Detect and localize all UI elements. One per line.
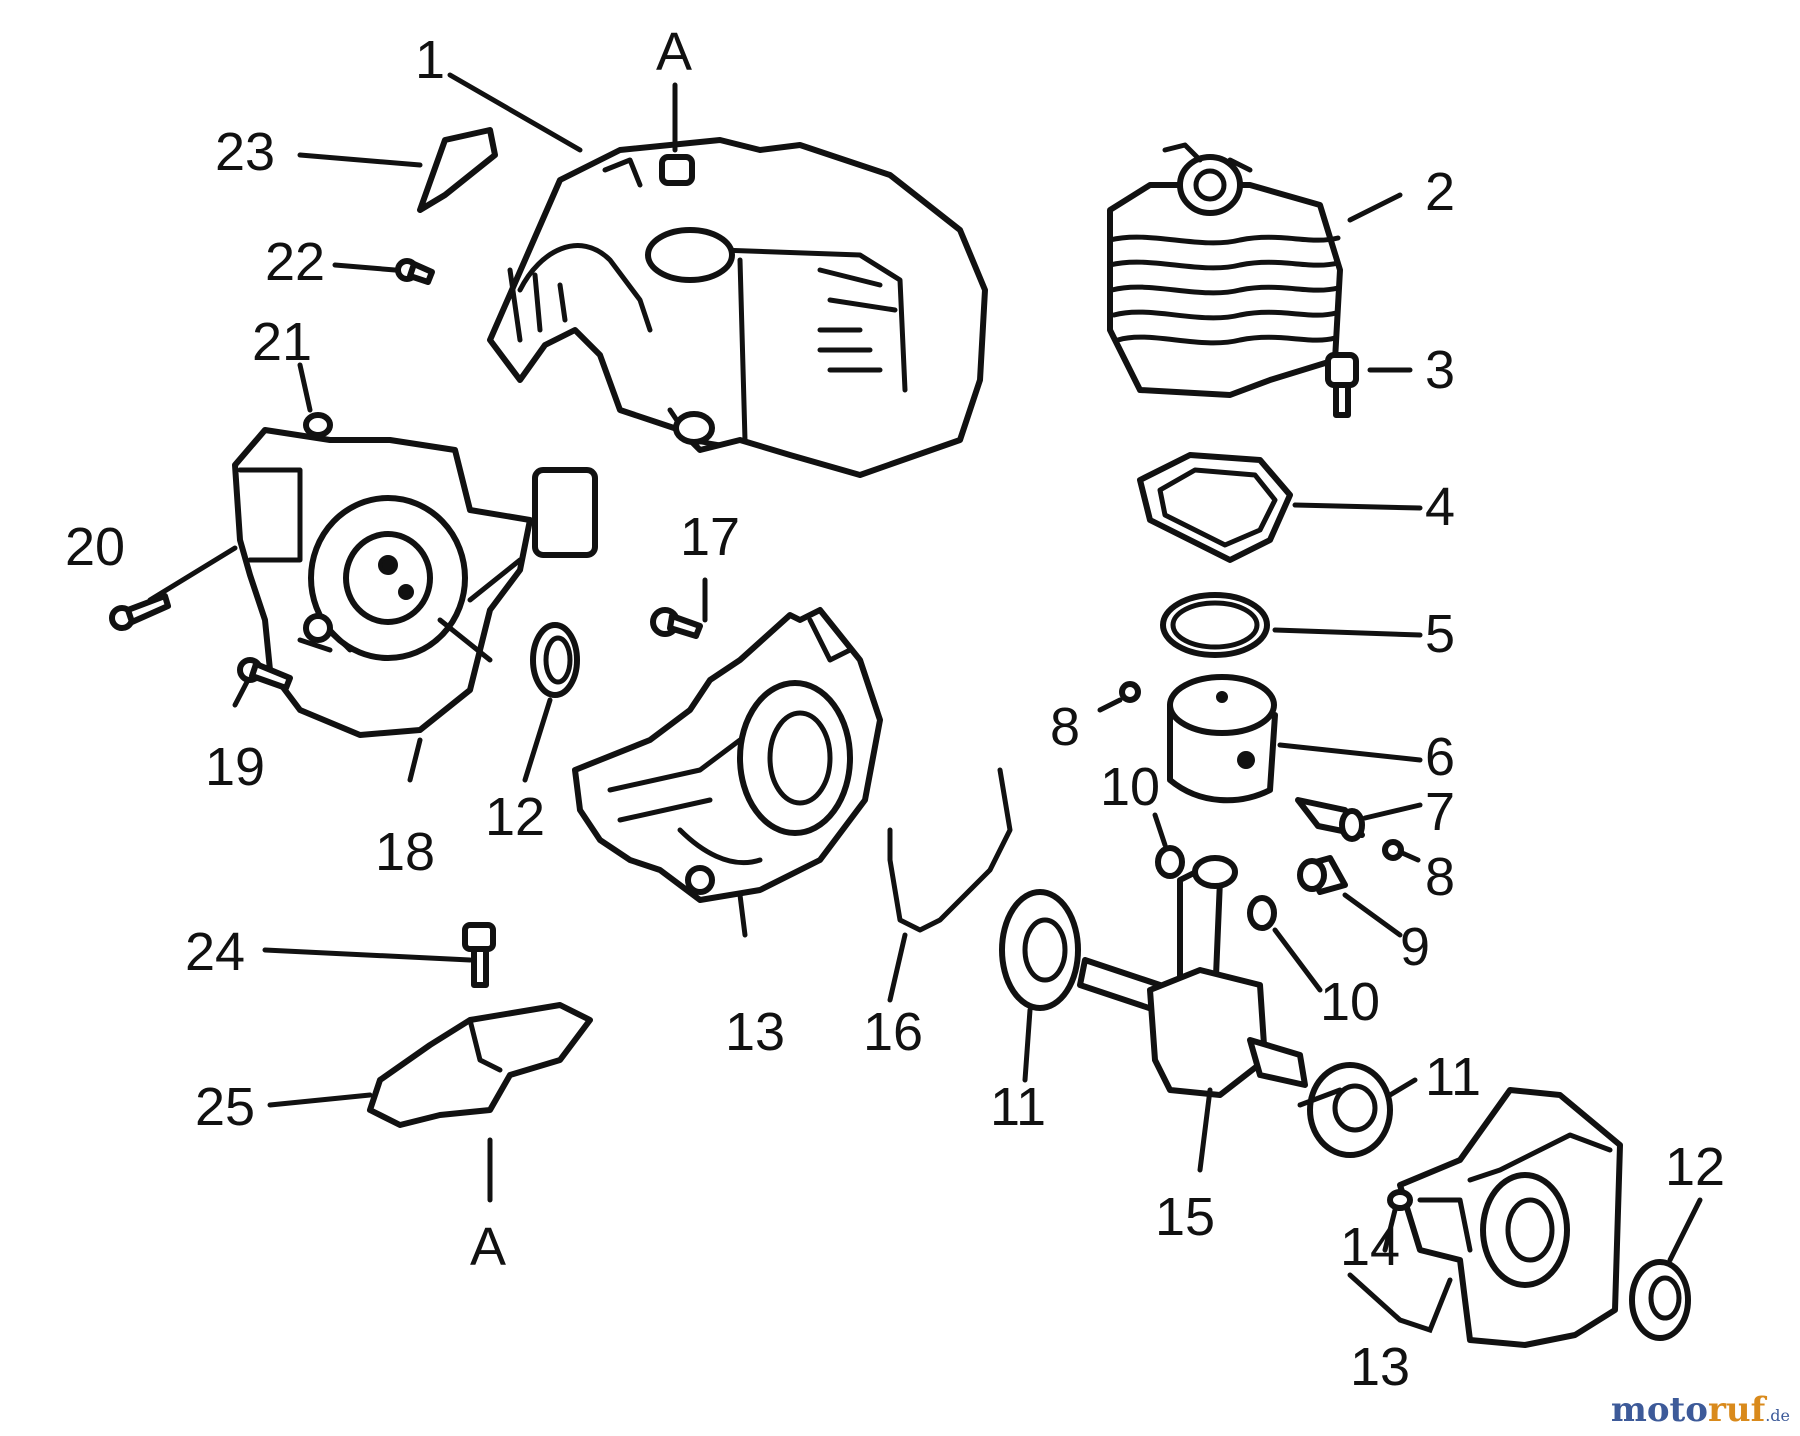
screw-part-24: [462, 922, 496, 988]
engine-cover-part: [487, 137, 988, 478]
watermark-part3: .de: [1765, 1406, 1790, 1425]
bolt-part-17: [650, 607, 703, 639]
label-15: 15: [1155, 1187, 1215, 1247]
needle-bearing-part: [1297, 855, 1348, 895]
label-13-mid: 13: [725, 1002, 785, 1062]
watermark-part2: ruf: [1707, 1390, 1766, 1430]
piston-ring-inner: [1170, 600, 1260, 650]
label-5: 5: [1425, 604, 1455, 664]
crankcase-half-part: [572, 607, 883, 903]
leader-lines: [147, 72, 1703, 1334]
label-3: 3: [1425, 340, 1455, 400]
label-7: 7: [1425, 782, 1455, 842]
watermark-part1: moto: [1610, 1390, 1708, 1430]
crankshaft-part: [1077, 855, 1308, 1098]
part-number-labels: 1 A 23 22 21 20 19 18 12 17 13 24 25 A 1…: [65, 22, 1725, 1397]
label-25: 25: [195, 1077, 255, 1137]
label-6: 6: [1425, 727, 1455, 787]
label-17: 17: [680, 507, 740, 567]
oil-seal-part-left: [530, 622, 580, 698]
label-9: 9: [1400, 917, 1430, 977]
label-4: 4: [1425, 477, 1455, 537]
bearing-part-11-left: [999, 889, 1081, 1011]
crankcase-half-part-right: [1397, 1087, 1623, 1348]
bolt-part-3: [1325, 352, 1359, 418]
bracket-part: [367, 1002, 593, 1128]
label-10-right: 10: [1320, 972, 1380, 1032]
label-20: 20: [65, 517, 125, 577]
label-18: 18: [375, 822, 435, 882]
label-12-right: 12: [1665, 1137, 1725, 1197]
fan-housing-part: [232, 427, 598, 738]
label-23: 23: [215, 122, 275, 182]
cylinder-part: [1107, 142, 1343, 398]
label-21: 21: [252, 312, 312, 372]
label-2: 2: [1425, 162, 1455, 222]
washer-part-10-left: [1155, 845, 1185, 879]
label-11-right: 11: [1425, 1047, 1481, 1107]
screw-part-22: [395, 258, 435, 285]
label-a-top: A: [656, 22, 692, 82]
label-8-left: 8: [1050, 697, 1080, 757]
cap-part-21: [303, 412, 333, 438]
label-24: 24: [185, 922, 245, 982]
cylinder-gasket-part: [1137, 452, 1293, 563]
label-sticker-part: [417, 127, 498, 213]
dowel-pin-part: [1387, 1189, 1413, 1211]
label-12-left: 12: [485, 787, 545, 847]
label-14: 14: [1340, 1217, 1400, 1277]
label-1: 1: [415, 30, 445, 90]
clip-part-8-left: [1119, 681, 1141, 703]
piston-pin-part: [1295, 797, 1365, 842]
gasket-part-16: [887, 767, 1013, 933]
label-16: 16: [863, 1002, 923, 1062]
label-11-left: 11: [990, 1077, 1046, 1137]
label-a-bottom: A: [470, 1217, 506, 1277]
washer-part-10-right: [1247, 895, 1277, 931]
label-13-right: 13: [1350, 1337, 1410, 1397]
label-8-right: 8: [1425, 847, 1455, 907]
screw-part-20: [109, 593, 171, 631]
label-10-left: 10: [1100, 757, 1160, 817]
label-22: 22: [265, 232, 325, 292]
bearing-part-11-right: [1307, 1062, 1393, 1158]
watermark-logo: motoruf.de: [1611, 1390, 1790, 1430]
piston-part: [1167, 674, 1278, 804]
oil-seal-part-right: [1629, 1259, 1691, 1341]
label-19: 19: [205, 737, 265, 797]
bolt-part-19: [237, 657, 293, 691]
